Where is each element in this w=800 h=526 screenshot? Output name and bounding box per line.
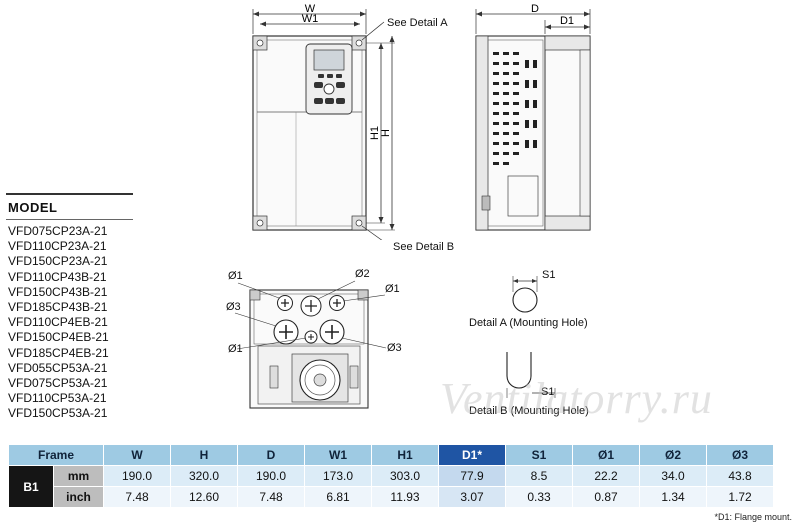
mounting-slot-b <box>506 352 532 389</box>
col-header-phi3: Ø3 <box>707 445 773 465</box>
col-header-d: D <box>238 445 304 465</box>
table-cell: 0.87 <box>573 487 639 507</box>
table-cell: 11.93 <box>372 487 438 507</box>
watermark: Ventilatorry.ru <box>440 374 713 423</box>
phi3-label-b: Ø3 <box>387 342 402 354</box>
col-header-h1: H1 <box>372 445 438 465</box>
detail-b-caption: Detail B (Mounting Hole) <box>469 405 589 417</box>
dimension-table: Frame W H D W1 H1 D1* S1 Ø1 Ø2 Ø3 B1 mm … <box>8 444 774 508</box>
model-item: VFD055CP53A-21 <box>8 360 108 375</box>
side-view-drawing: D D1 <box>475 3 591 231</box>
dim-h1-label: H1 <box>369 126 381 140</box>
unit-cell: mm <box>54 466 103 486</box>
table-cell: 0.33 <box>506 487 572 507</box>
table-row: B1 mm 190.0 320.0 190.0 173.0 303.0 77.9… <box>9 466 773 507</box>
model-item: VFD075CP23A-21 <box>8 224 108 238</box>
model-item: VFD110CP53A-21 <box>8 391 107 406</box>
table-header-row: Frame W H D W1 H1 D1* S1 Ø1 Ø2 Ø3 <box>9 445 773 465</box>
frame-cell: B1 <box>9 466 53 507</box>
footnote: *D1: Flange mount. <box>714 512 792 522</box>
table-cell: 320.0 <box>171 466 237 486</box>
col-header-h: H <box>171 445 237 465</box>
s1-label-a: S1 <box>542 269 556 281</box>
see-detail-a-label: See Detail A <box>387 17 448 29</box>
col-header-phi1: Ø1 <box>573 445 639 465</box>
table-cell: 190.0 <box>104 466 170 486</box>
model-list: VFD075CP23A-21 VFD110CP23A-21 VFD150CP23… <box>8 224 109 422</box>
model-item: VFD185CP4EB-21 <box>8 345 109 360</box>
bottom-view-drawing <box>234 280 387 409</box>
model-header-rule <box>6 193 133 195</box>
model-item: VFD150CP53A-21 <box>8 406 108 421</box>
model-item: VFD110CP4EB-21 <box>8 315 108 330</box>
front-view-drawing: W W1 H1 H <box>252 3 395 240</box>
mounting-hole-a <box>512 287 538 313</box>
frame-header: Frame <box>9 445 103 465</box>
detail-b-drawing <box>506 352 556 398</box>
table-cell: 3.07 <box>439 487 505 507</box>
model-separator <box>6 219 133 220</box>
table-cell: 1.34 <box>640 487 706 507</box>
detail-a-caption: Detail A (Mounting Hole) <box>469 317 588 329</box>
table-cell: 77.9 <box>439 466 505 486</box>
model-item: VFD110CP23A-21 <box>8 239 107 254</box>
col-header-s1: S1 <box>506 445 572 465</box>
model-item: VFD075CP53A-21 <box>8 376 108 391</box>
model-item: VFD110CP43B-21 <box>8 269 107 284</box>
see-detail-b-label: See Detail B <box>393 241 455 253</box>
phi2-label: Ø2 <box>355 268 370 280</box>
col-header-d1: D1* <box>439 445 505 465</box>
phi1-label-c: Ø1 <box>228 343 243 355</box>
dim-d-label: D <box>531 3 539 15</box>
s1-label-b: S1 <box>541 386 555 398</box>
phi1-label-b: Ø1 <box>385 283 400 295</box>
phi1-label-a: Ø1 <box>228 270 243 282</box>
table-cell: 6.81 <box>305 487 371 507</box>
detail-a-drawing <box>512 276 538 313</box>
unit-cell: inch <box>54 487 103 507</box>
table-cell: 190.0 <box>238 466 304 486</box>
dim-w-label: W <box>305 3 316 15</box>
model-item: VFD150CP23A-21 <box>8 254 108 269</box>
table-cell: 7.48 <box>238 487 304 507</box>
col-header-phi2: Ø2 <box>640 445 706 465</box>
table-cell: 7.48 <box>104 487 170 507</box>
phi3-label-a: Ø3 <box>226 301 241 313</box>
table-cell: 43.8 <box>707 466 773 486</box>
model-title: MODEL <box>8 200 58 215</box>
model-item: VFD150CP43B-21 <box>8 284 108 299</box>
table-cell: 8.5 <box>506 466 572 486</box>
table-cell: 34.0 <box>640 466 706 486</box>
dim-w1-label: W1 <box>302 13 319 25</box>
col-header-w1: W1 <box>305 445 371 465</box>
table-row: inch 7.48 12.60 7.48 6.81 11.93 3.07 0.3… <box>9 487 773 507</box>
table-cell: 22.2 <box>573 466 639 486</box>
model-item: VFD150CP4EB-21 <box>8 330 109 345</box>
table-cell: 1.72 <box>707 487 773 507</box>
dim-d1-label: D1 <box>560 15 574 27</box>
table-cell: 12.60 <box>171 487 237 507</box>
table-cell: 303.0 <box>372 466 438 486</box>
model-item: VFD185CP43B-21 <box>8 300 108 315</box>
table-cell: 173.0 <box>305 466 371 486</box>
dim-h-label: H <box>380 129 392 137</box>
col-header-w: W <box>104 445 170 465</box>
